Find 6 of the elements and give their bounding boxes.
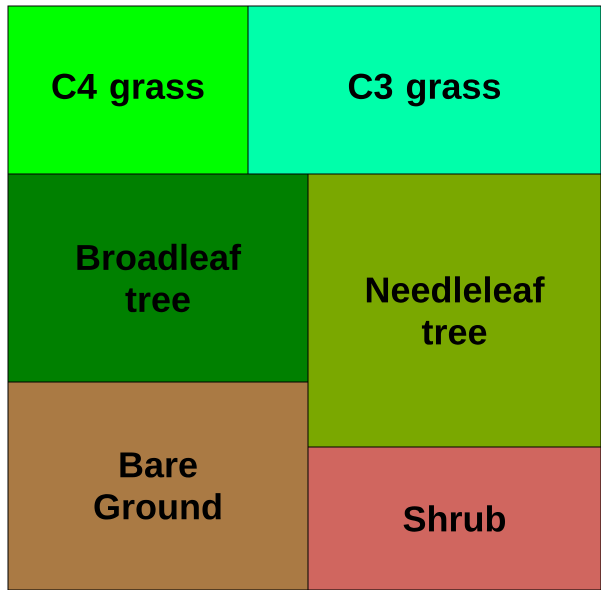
vegetation-box: Shrub	[308, 446, 601, 590]
vegetation-box: C3 grass	[248, 6, 601, 174]
vegetation-box: C4 grass	[8, 6, 248, 174]
vegetation-box: Needleleaf tree	[308, 174, 601, 448]
vegetation-box: Broadleaf tree	[8, 174, 308, 382]
vegetation-box: Bare Ground	[8, 382, 308, 590]
